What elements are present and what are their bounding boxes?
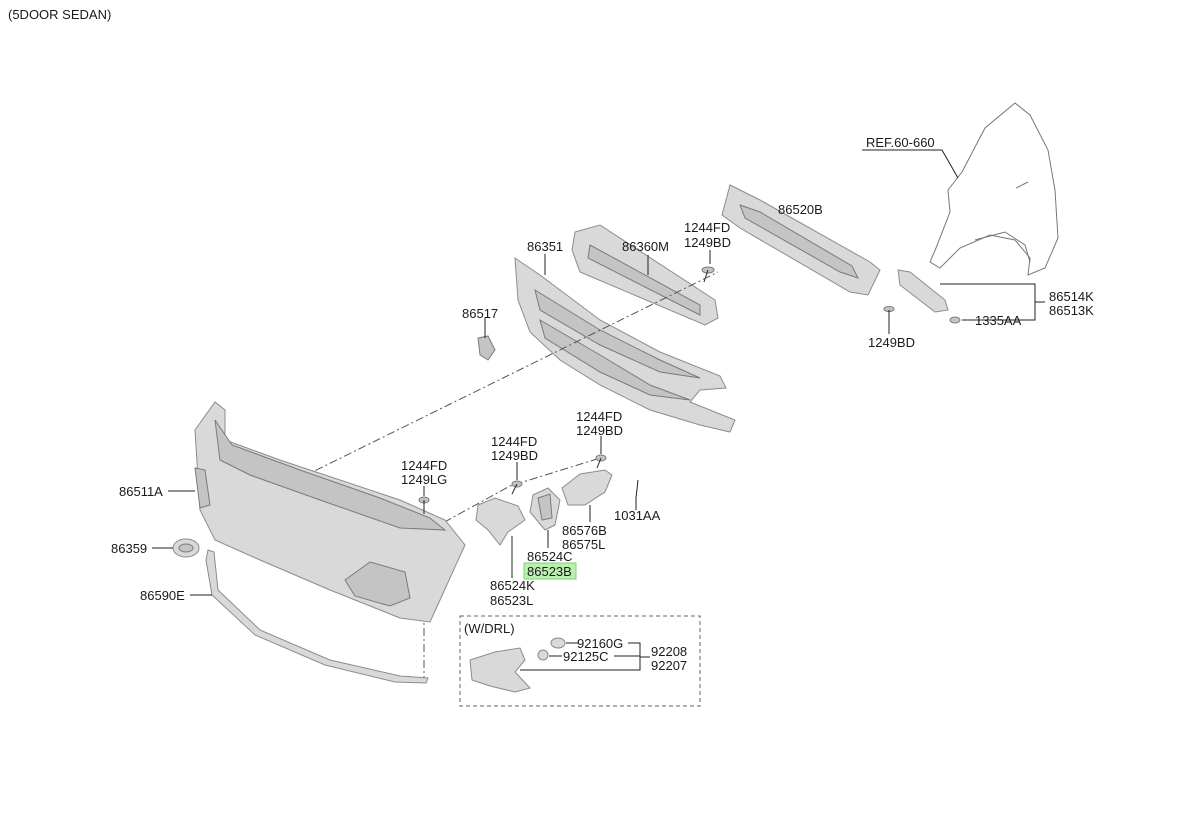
lower-garnish-86590E[interactable] (205, 549, 429, 684)
label-86517[interactable]: 86517 (462, 306, 498, 321)
label-1249LG[interactable]: 1249LG (401, 472, 447, 487)
drl-bulb-92160G[interactable] (550, 637, 566, 649)
bracket-86360M[interactable] (571, 224, 719, 326)
clip-86517[interactable] (477, 335, 496, 361)
screw-1249BD-right[interactable] (883, 306, 895, 323)
highlight-86523B (523, 562, 577, 580)
label-86590E[interactable]: 86590E (140, 588, 185, 603)
label-1249BD-right[interactable]: 1249BD (868, 335, 915, 350)
label-1249BD-ml[interactable]: 1249BD (491, 448, 538, 463)
label-1244FD-mr[interactable]: 1244FD (576, 409, 622, 424)
front-fender-outline (929, 102, 1059, 276)
bumper-side-bracket[interactable] (897, 269, 961, 324)
label-1031AA[interactable]: 1031AA (614, 508, 661, 523)
screw-middle-right[interactable] (595, 454, 607, 469)
screw-1249LG[interactable] (418, 496, 430, 514)
cover-86524C[interactable] (529, 487, 561, 531)
drl-lamp-assembly[interactable] (469, 647, 531, 693)
label-86524K[interactable]: 86524K (490, 578, 535, 593)
label-86523L[interactable]: 86523L (490, 593, 533, 608)
label-86523B[interactable]: 86523B (527, 564, 572, 579)
radiator-grille-86351[interactable] (514, 257, 736, 433)
label-86359[interactable]: 86359 (111, 541, 147, 556)
label-1335AA[interactable]: 1335AA (975, 313, 1022, 328)
label-86575L[interactable]: 86575L (562, 537, 605, 552)
label-86511A[interactable]: 86511A (119, 484, 163, 499)
label-92207[interactable]: 92207 (651, 658, 687, 673)
diagram-title: (5DOOR SEDAN) (8, 7, 111, 22)
cover-86576B[interactable] (561, 469, 613, 506)
screw-middle-left[interactable] (511, 480, 523, 495)
ref-leader (862, 149, 959, 179)
label-ref[interactable]: REF.60-660 (866, 135, 935, 150)
label-1249BD-mr[interactable]: 1249BD (576, 423, 623, 438)
drl-box-title: (W/DRL) (464, 621, 515, 636)
label-86514K[interactable]: 86514K (1049, 289, 1094, 304)
label-92208[interactable]: 92208 (651, 644, 687, 659)
label-86513K[interactable]: 86513K (1049, 303, 1094, 318)
drl-socket-92125C[interactable] (537, 649, 549, 661)
label-86576B[interactable]: 86576B (562, 523, 607, 538)
label-92125C[interactable]: 92125C (563, 649, 609, 664)
energy-absorber-86520B[interactable] (721, 184, 881, 296)
label-86360M[interactable]: 86360M (622, 239, 669, 254)
label-92160G[interactable]: 92160G (577, 636, 623, 651)
label-86520B[interactable]: 86520B (778, 202, 823, 217)
label-86351[interactable]: 86351 (527, 239, 563, 254)
label-1244FD-ml[interactable]: 1244FD (491, 434, 537, 449)
front-bumper-cover-86511A[interactable] (194, 401, 466, 623)
drl-box (459, 615, 701, 707)
label-1244FD-upper[interactable]: 1244FD (684, 220, 730, 235)
label-1249BD-upper[interactable]: 1249BD (684, 235, 731, 250)
centerline-upper (214, 271, 719, 521)
label-1244FD-lg[interactable]: 1244FD (401, 458, 447, 473)
centerline-lower (429, 457, 601, 531)
emblem-86359[interactable] (172, 538, 200, 558)
fog-lamp-bracket-86524K[interactable] (475, 497, 526, 546)
bolt-upper[interactable] (701, 266, 715, 283)
pin-1031AA[interactable] (635, 479, 639, 499)
label-86524C[interactable]: 86524C (527, 549, 573, 564)
